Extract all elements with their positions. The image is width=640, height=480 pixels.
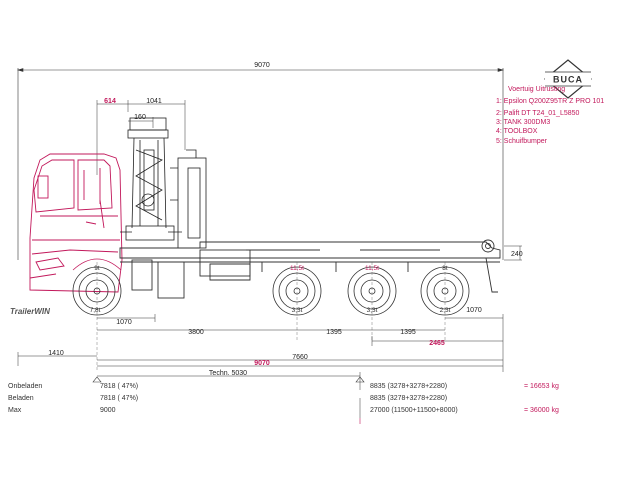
axle-bottom-1: 7,8t: [90, 307, 101, 314]
logo-text: BUCA: [553, 75, 583, 85]
axle-bottom-4: 2,3t: [440, 307, 451, 314]
dim-1410: 1410: [48, 350, 64, 357]
weight-row-label: Max: [8, 407, 22, 414]
trailerwin-label: TrailerWIN: [10, 307, 50, 316]
axle-bottom-2: 3,3t: [292, 307, 303, 314]
dim-1395-b: 1395: [400, 329, 416, 336]
dim-240: 240: [511, 251, 523, 258]
axle-bottom-3: 3,3t: [367, 307, 378, 314]
truck-cab: [29, 153, 123, 293]
weight-front: 7818 ( 47%): [100, 395, 138, 402]
weight-total: = 36000 kg: [524, 407, 559, 414]
dim-overall-length: 9070: [254, 62, 270, 69]
dim-2465: 2465: [429, 340, 445, 347]
axle-load-4: 8t: [442, 265, 448, 272]
lower-dimension-lines: [17, 314, 504, 390]
axle-load-2: 11,5t: [290, 265, 304, 272]
weight-rear: 8835 (3278+3278+2280): [370, 383, 447, 390]
dim-3800: 3800: [188, 329, 204, 336]
equipment-list: Voertuig Uitrusting 1: Epsilon Q200Z95TR…: [496, 86, 604, 145]
dim-614: 614: [104, 98, 116, 105]
dim-1041: 1041: [146, 98, 162, 105]
equipment-item: 3: TANK 300DM3: [496, 119, 550, 126]
crane-dimension-lines: [96, 100, 186, 175]
weight-front: 7818 ( 47%): [100, 383, 138, 390]
weight-rear: 8835 (3278+3278+2280): [370, 395, 447, 402]
dim-9070-bottom: 9070: [254, 360, 270, 367]
dim-1395-a: 1395: [326, 329, 342, 336]
crane-epsilon: [120, 117, 207, 249]
buca-logo: BUCA: [544, 59, 592, 99]
weight-front: 9000: [100, 407, 116, 414]
weight-total: = 16653 kg: [524, 383, 559, 390]
weight-row-label: Onbeladen: [8, 383, 42, 390]
dim-160: 160: [134, 114, 146, 121]
weight-table: Onbeladen 7818 ( 47%) 8835 (3278+3278+22…: [8, 383, 559, 414]
axle-load-1: 9t: [94, 265, 100, 272]
axle-centerlines: [96, 262, 446, 372]
equipment-item: 2: Palift DT T24_01_L5850: [496, 110, 580, 117]
dim-1070-front: 1070: [116, 319, 132, 326]
dim-rear-height-lines: [504, 245, 522, 261]
equipment-item: 5: Schuifbumper: [496, 138, 548, 145]
dimension-overall: [16, 68, 505, 260]
equipment-title: Voertuig Uitrusting: [508, 86, 565, 93]
chassis-frame: [119, 239, 501, 299]
equipment-item: 4: TOOLBOX: [496, 128, 538, 135]
rear-marker-icon: [355, 376, 365, 383]
weight-rear: 27000 (11500+11500+8000): [370, 407, 458, 414]
front-marker-icon: [92, 376, 102, 383]
weight-row-label: Beladen: [8, 395, 34, 402]
dim-techn: Techn. 5030: [209, 370, 247, 377]
axle-load-3: 11,5t: [365, 265, 379, 272]
dim-1070-rear: 1070: [466, 307, 482, 314]
dim-7660: 7660: [292, 354, 308, 361]
equipment-item: 1: Epsilon Q200Z95TR Z PRO 101: [496, 98, 604, 105]
